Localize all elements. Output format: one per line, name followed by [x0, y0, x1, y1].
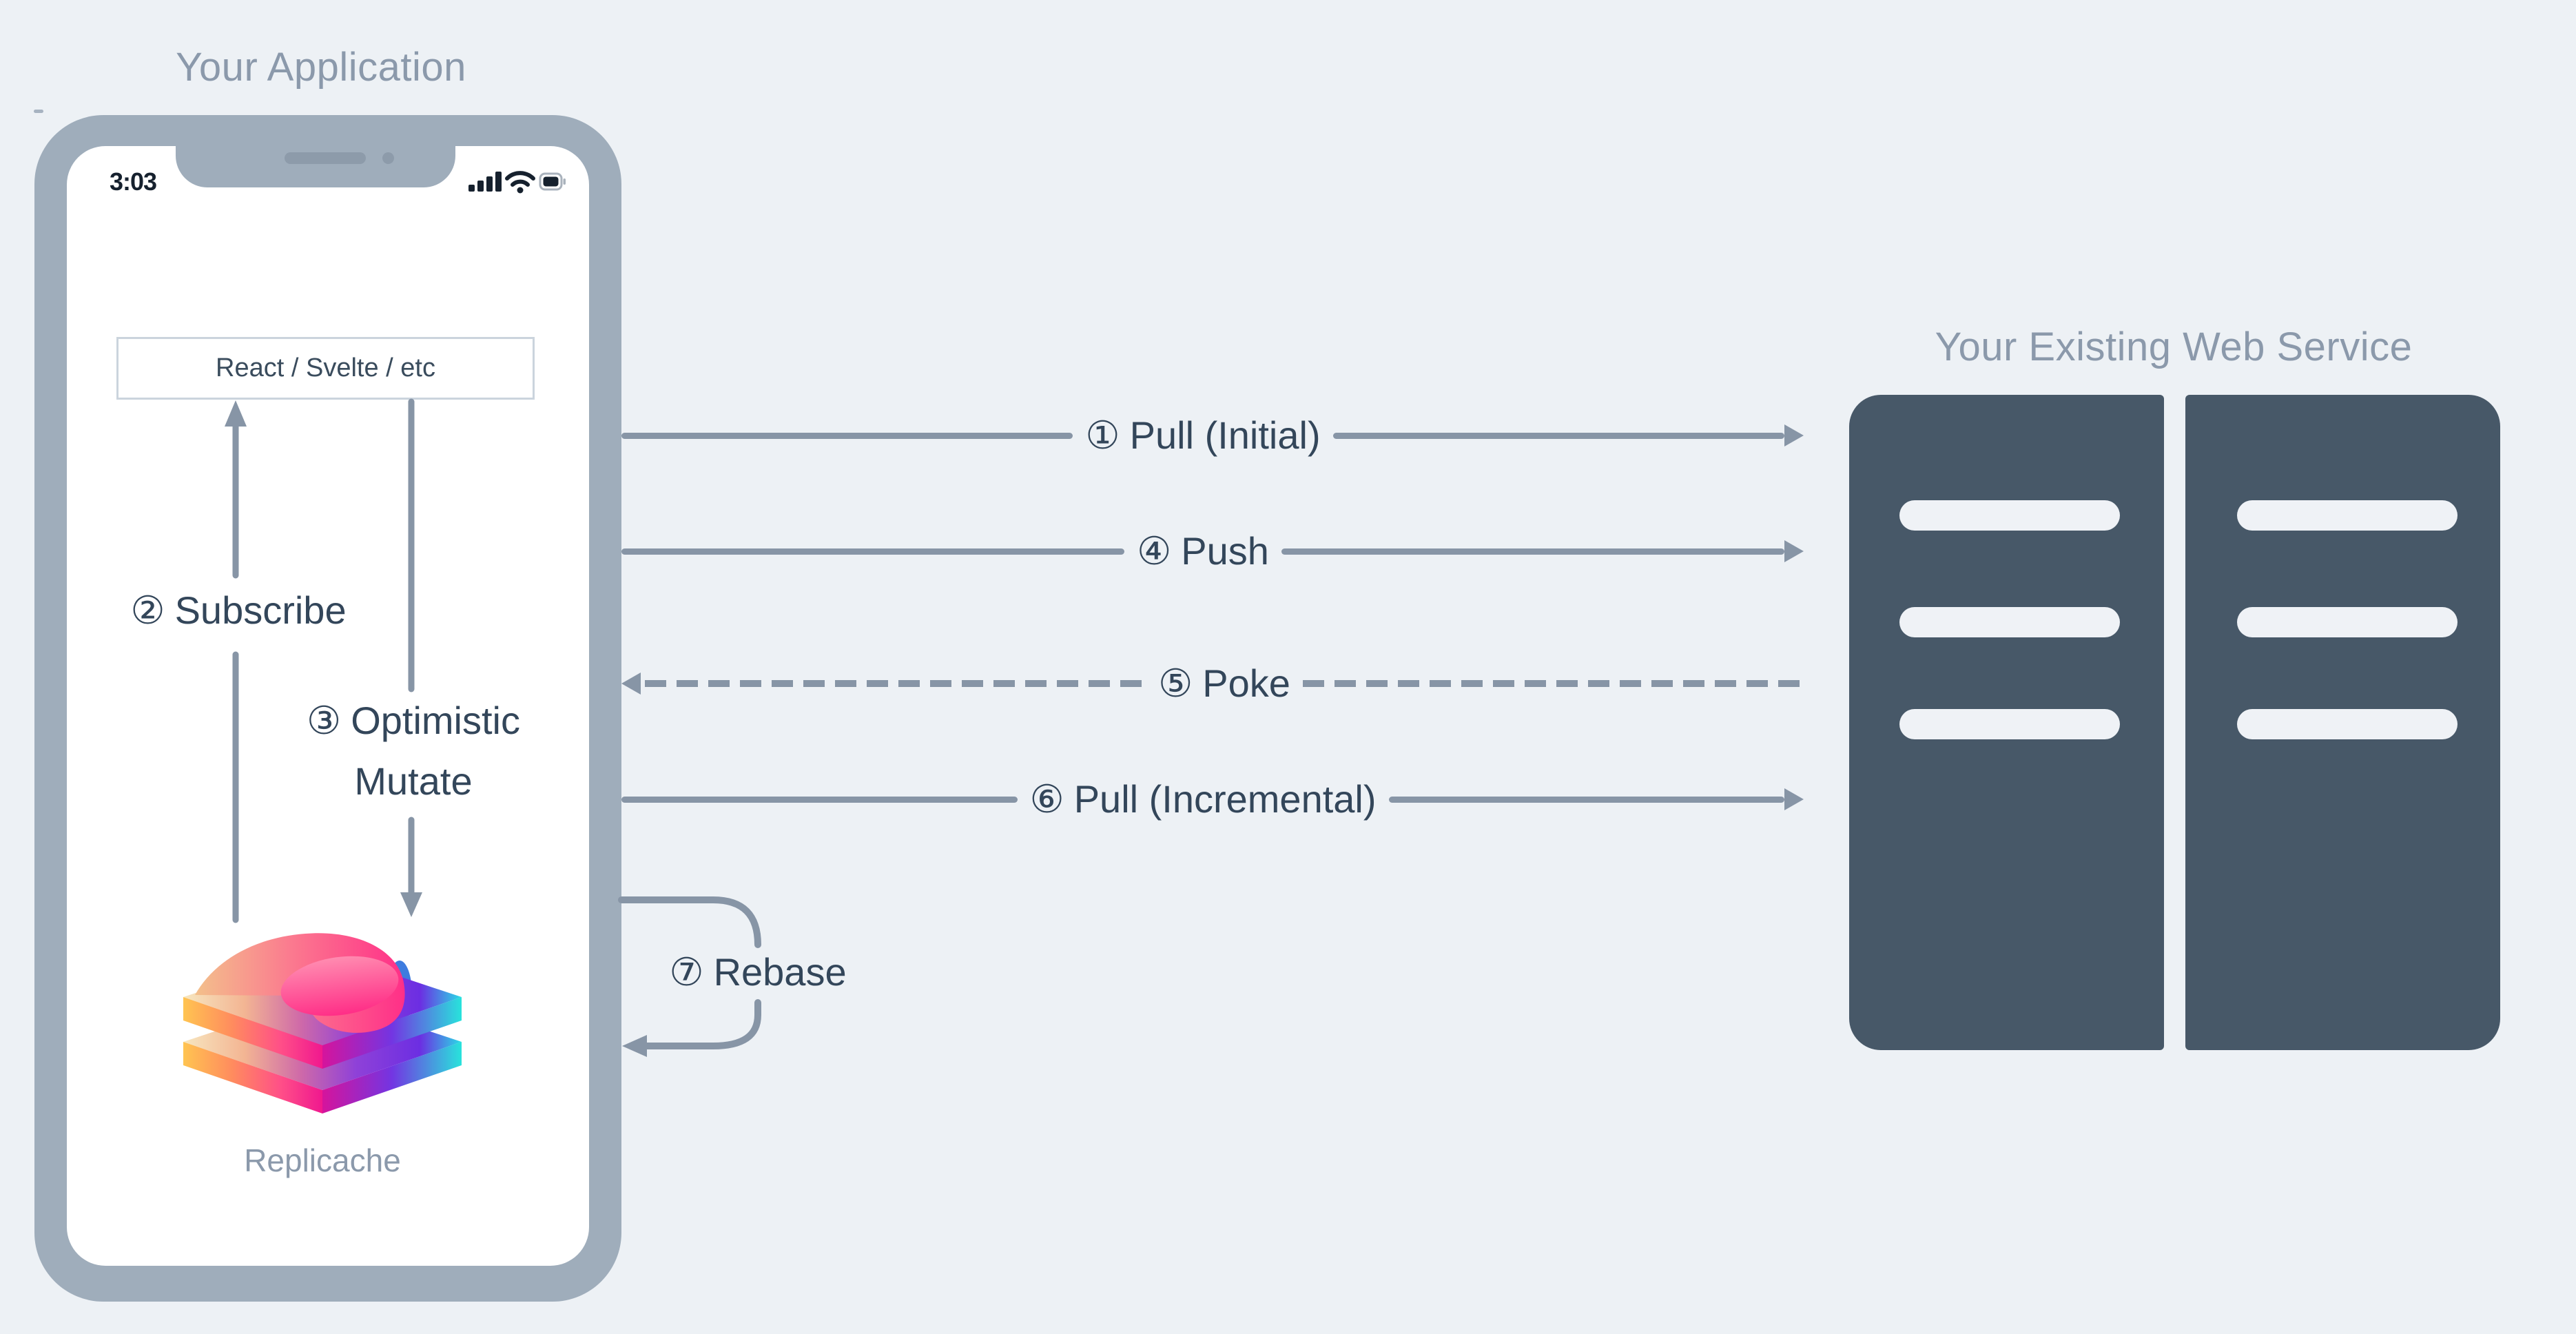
- server-slot: [2237, 500, 2457, 531]
- phone-frame: 3:03 React / Svelte / etc: [34, 115, 621, 1302]
- arrow-right-icon: [1784, 788, 1804, 810]
- arrow-right-icon: [1784, 540, 1804, 562]
- arrow-right-icon: [1784, 424, 1804, 447]
- flow-line: [1388, 796, 1785, 803]
- arrow-left-icon: [621, 673, 641, 695]
- framework-box: React / Svelte / etc: [116, 337, 535, 400]
- subscribe-step-text: Subscribe: [174, 588, 347, 632]
- flow-step-text: Poke: [1202, 661, 1290, 705]
- optimistic-mutate-line2: Mutate: [354, 759, 473, 803]
- flow-line: [621, 796, 1018, 803]
- subscribe-step-number: ②: [130, 588, 165, 632]
- logo-top-sheet: [195, 933, 405, 1033]
- server-rack: [1849, 395, 2500, 1050]
- stray-mark: [34, 110, 43, 113]
- server-slot: [2237, 607, 2457, 637]
- service-title: Your Existing Web Service: [1935, 325, 2413, 369]
- optimistic-mutate-step-number: ③: [307, 699, 342, 742]
- rebase-loop-arrow: [618, 896, 761, 1057]
- status-icons: [468, 171, 566, 194]
- arrow-left-icon: [622, 1035, 647, 1057]
- phone-notch: [176, 115, 455, 187]
- speaker-grille-icon: [285, 152, 366, 164]
- flow-line: [1332, 432, 1785, 439]
- subscribe-up-arrow: [225, 400, 247, 923]
- server-tower-right: [2185, 395, 2500, 1050]
- flow-step-text: Rebase: [713, 950, 847, 994]
- internal-arrows: [225, 398, 422, 923]
- battery-icon: [539, 172, 566, 191]
- server-slot: [1899, 709, 2120, 739]
- server-slot: [1899, 607, 2120, 637]
- flow-step-number: ④: [1137, 529, 1172, 573]
- server-tower-left: [1849, 395, 2164, 1050]
- framework-box-label: React / Svelte / etc: [216, 353, 435, 382]
- flow-step-number: ⑤: [1158, 661, 1193, 705]
- flow-line: [621, 432, 1073, 439]
- flow-line: [621, 548, 1125, 555]
- wifi-icon: [505, 171, 535, 194]
- camera-dot-icon: [382, 152, 394, 164]
- app-title: Your Application: [176, 45, 466, 90]
- flow-step-text: Push: [1181, 529, 1269, 573]
- flow-step-text: Pull (Initial): [1129, 413, 1321, 457]
- flow-step-number: ⑥: [1029, 777, 1064, 821]
- flow-line-dashed: [645, 680, 1146, 687]
- server-slot: [1899, 500, 2120, 531]
- flow-step-text: Pull (Incremental): [1073, 777, 1377, 821]
- mutate-down-arrow: [400, 398, 422, 917]
- status-time: 3:03: [109, 167, 157, 196]
- optimistic-mutate-text1: Optimistic: [351, 699, 520, 742]
- flow-step-number: ①: [1085, 413, 1120, 457]
- flow-line: [1281, 548, 1784, 555]
- replicache-label: Replicache: [244, 1142, 401, 1178]
- replicache-logo: [183, 933, 462, 1114]
- flow-line-dashed: [1302, 680, 1804, 687]
- server-slot: [2237, 709, 2457, 739]
- flow-step-number: ⑦: [669, 950, 704, 994]
- cellular-signal-icon: [468, 172, 502, 192]
